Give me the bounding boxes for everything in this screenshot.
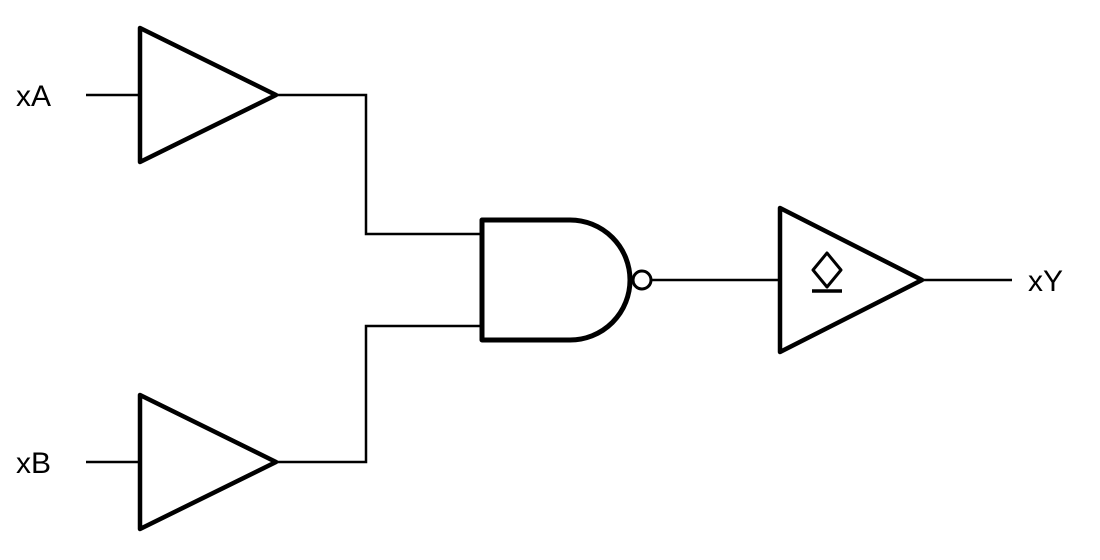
- wire-a-to-nand: [276, 93, 482, 236]
- input-a-buffer-icon: [137, 25, 279, 165]
- nand-inversion-bubble-icon: [631, 269, 653, 291]
- output-label: xY: [1028, 265, 1063, 298]
- nand-gate-icon: [479, 217, 633, 343]
- input-b-buffer-icon: [137, 392, 279, 532]
- input-b-label: xB: [16, 447, 51, 480]
- input-a-label: xA: [16, 80, 51, 113]
- open-drain-diamond-icon: [811, 251, 843, 293]
- wire-b-to-nand: [276, 324, 482, 464]
- output-buffer-icon: [777, 205, 925, 355]
